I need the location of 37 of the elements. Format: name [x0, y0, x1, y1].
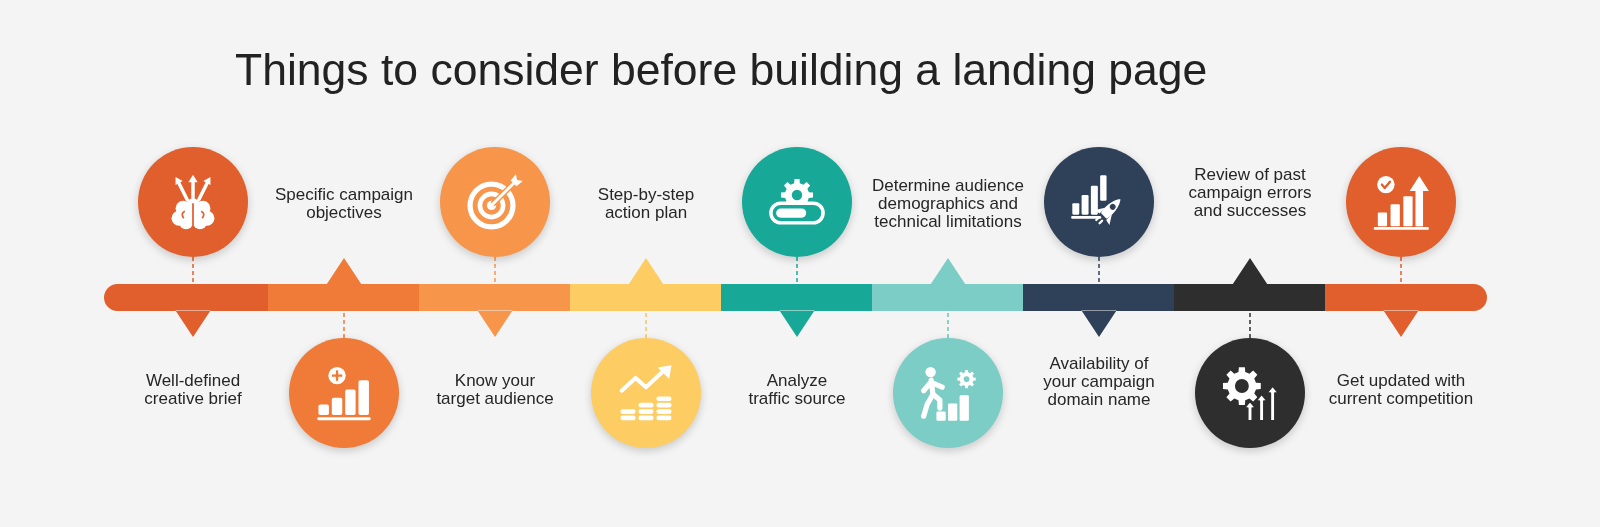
step-label: Availability of your campaign domain name — [1042, 355, 1156, 409]
step-circle — [893, 338, 1003, 448]
step-circle — [138, 147, 248, 257]
timeline-segment — [721, 284, 873, 337]
step-label: Well-defined creative brief — [143, 372, 243, 408]
step-circle — [591, 338, 701, 448]
step-circle — [440, 147, 550, 257]
timeline-segment — [104, 284, 269, 337]
timeline-segment — [570, 258, 722, 311]
step-label: Know your target audience — [435, 372, 555, 408]
dashed-connector — [645, 310, 647, 339]
step-circle — [1195, 338, 1305, 448]
dashed-connector — [1249, 310, 1251, 339]
dashed-connector — [796, 256, 798, 285]
step-label: Get updated with current competition — [1327, 372, 1475, 408]
dashed-connector — [947, 310, 949, 339]
step-label: Review of past campaign errors and successes — [1187, 166, 1313, 220]
dashed-connector — [494, 256, 496, 285]
step-circle — [289, 338, 399, 448]
timeline-segment — [268, 258, 420, 311]
step-circle — [1044, 147, 1154, 257]
dashed-connector — [343, 310, 345, 339]
step-label: Determine audience demographics and technical limitations — [870, 177, 1026, 231]
step-label: Step-by-step action plan — [596, 186, 696, 222]
dashed-connector — [192, 256, 194, 285]
timeline-segment — [1174, 258, 1326, 311]
dashed-connector — [1400, 256, 1402, 285]
step-circle — [742, 147, 852, 257]
timeline-segment — [419, 284, 571, 337]
title: Things to consider before building a landing page — [235, 44, 1208, 96]
step-label: Analyze traffic source — [747, 372, 847, 408]
timeline-segment — [872, 258, 1024, 311]
timeline-segment — [1325, 284, 1487, 337]
step-circle — [1346, 147, 1456, 257]
step-label: Specific campaign objectives — [274, 186, 414, 222]
dashed-connector — [1098, 256, 1100, 285]
timeline-segment — [1023, 284, 1175, 337]
